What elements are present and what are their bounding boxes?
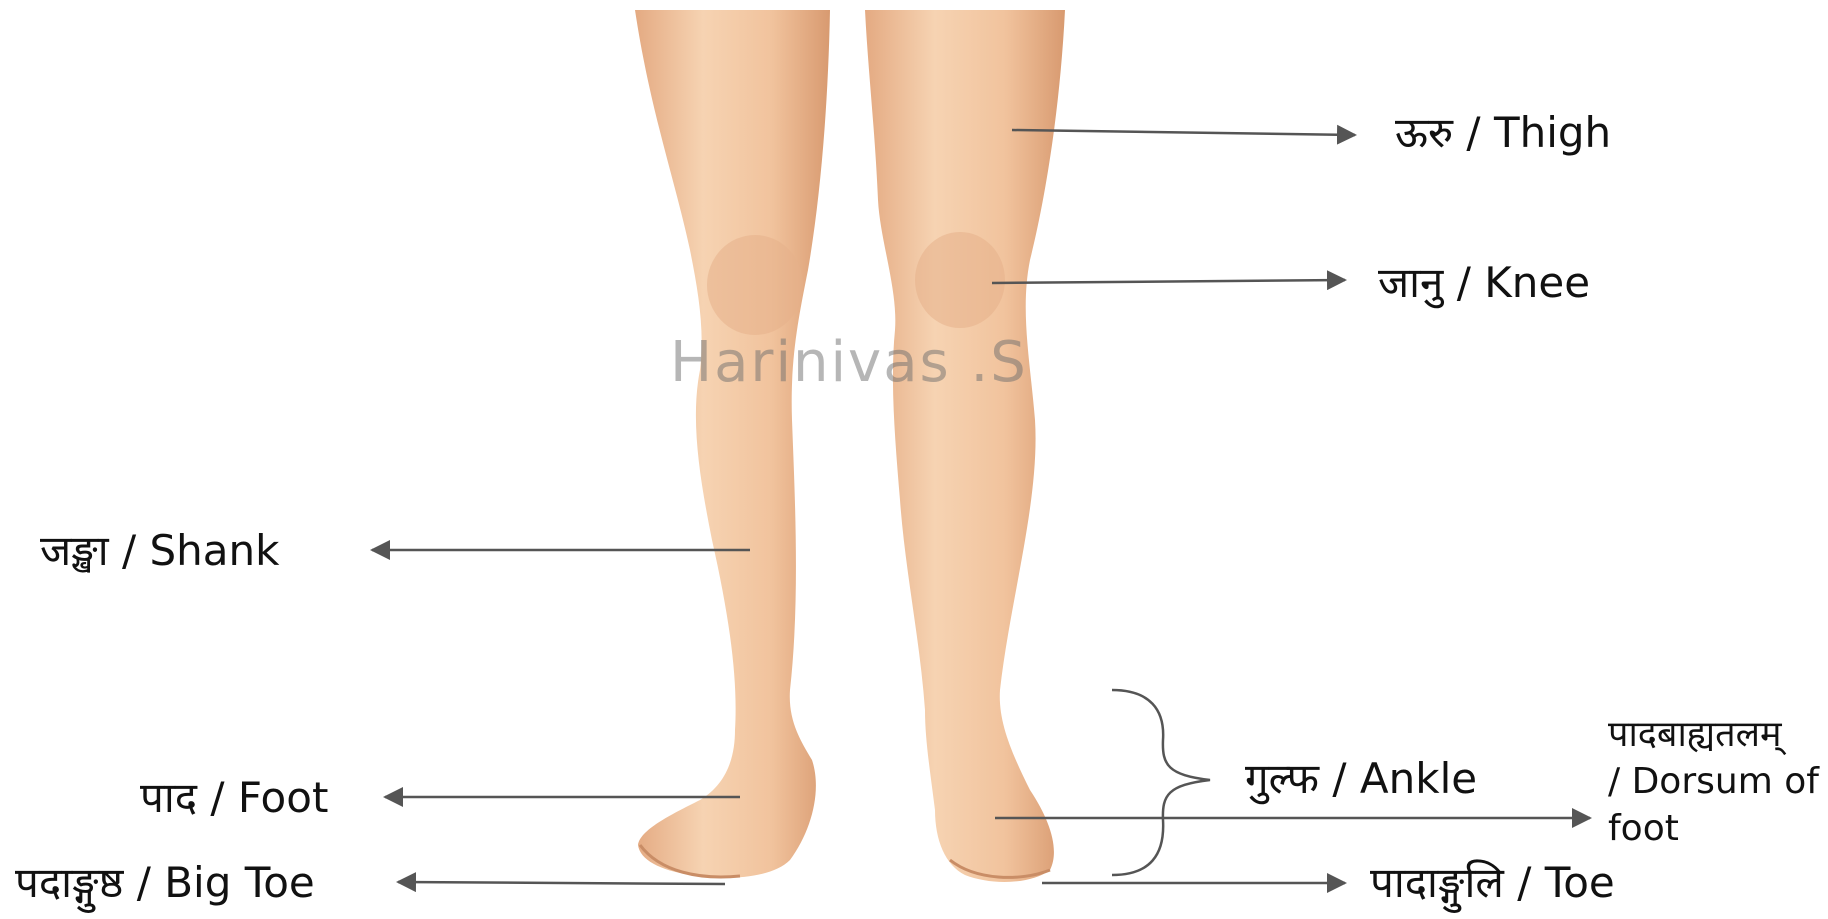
- watermark-text: Harinivas .S: [670, 330, 1028, 395]
- dorsum-label-line3: foot: [1608, 806, 1828, 853]
- dorsum-label: पादबाह्यतलम् / Dorsum of foot: [1608, 712, 1828, 852]
- big-toe-label: पदाङ्गुष्ठ / Big Toe: [15, 862, 315, 904]
- dorsum-label-line2: / Dorsum of: [1608, 759, 1828, 806]
- dorsum-label-line1: पादबाह्यतलम्: [1608, 712, 1828, 759]
- shank-label: जङ्खा / Shank: [40, 530, 279, 572]
- left-kneecap: [707, 235, 803, 335]
- ankle-brace: [1112, 690, 1210, 875]
- foot-label: पाद / Foot: [140, 777, 328, 819]
- thigh-pointer: [1012, 130, 1355, 135]
- big-toe-pointer: [398, 882, 725, 884]
- knee-label: जानु / Knee: [1378, 262, 1590, 304]
- right-kneecap: [915, 232, 1005, 328]
- left-leg: [635, 10, 830, 878]
- ankle-label: गुल्फ / Ankle: [1245, 758, 1477, 800]
- toe-label: पादाङ्गुलि / Toe: [1370, 862, 1615, 904]
- right-leg: [865, 10, 1065, 882]
- knee-pointer: [992, 280, 1345, 283]
- thigh-label: ऊरु / Thigh: [1395, 112, 1611, 154]
